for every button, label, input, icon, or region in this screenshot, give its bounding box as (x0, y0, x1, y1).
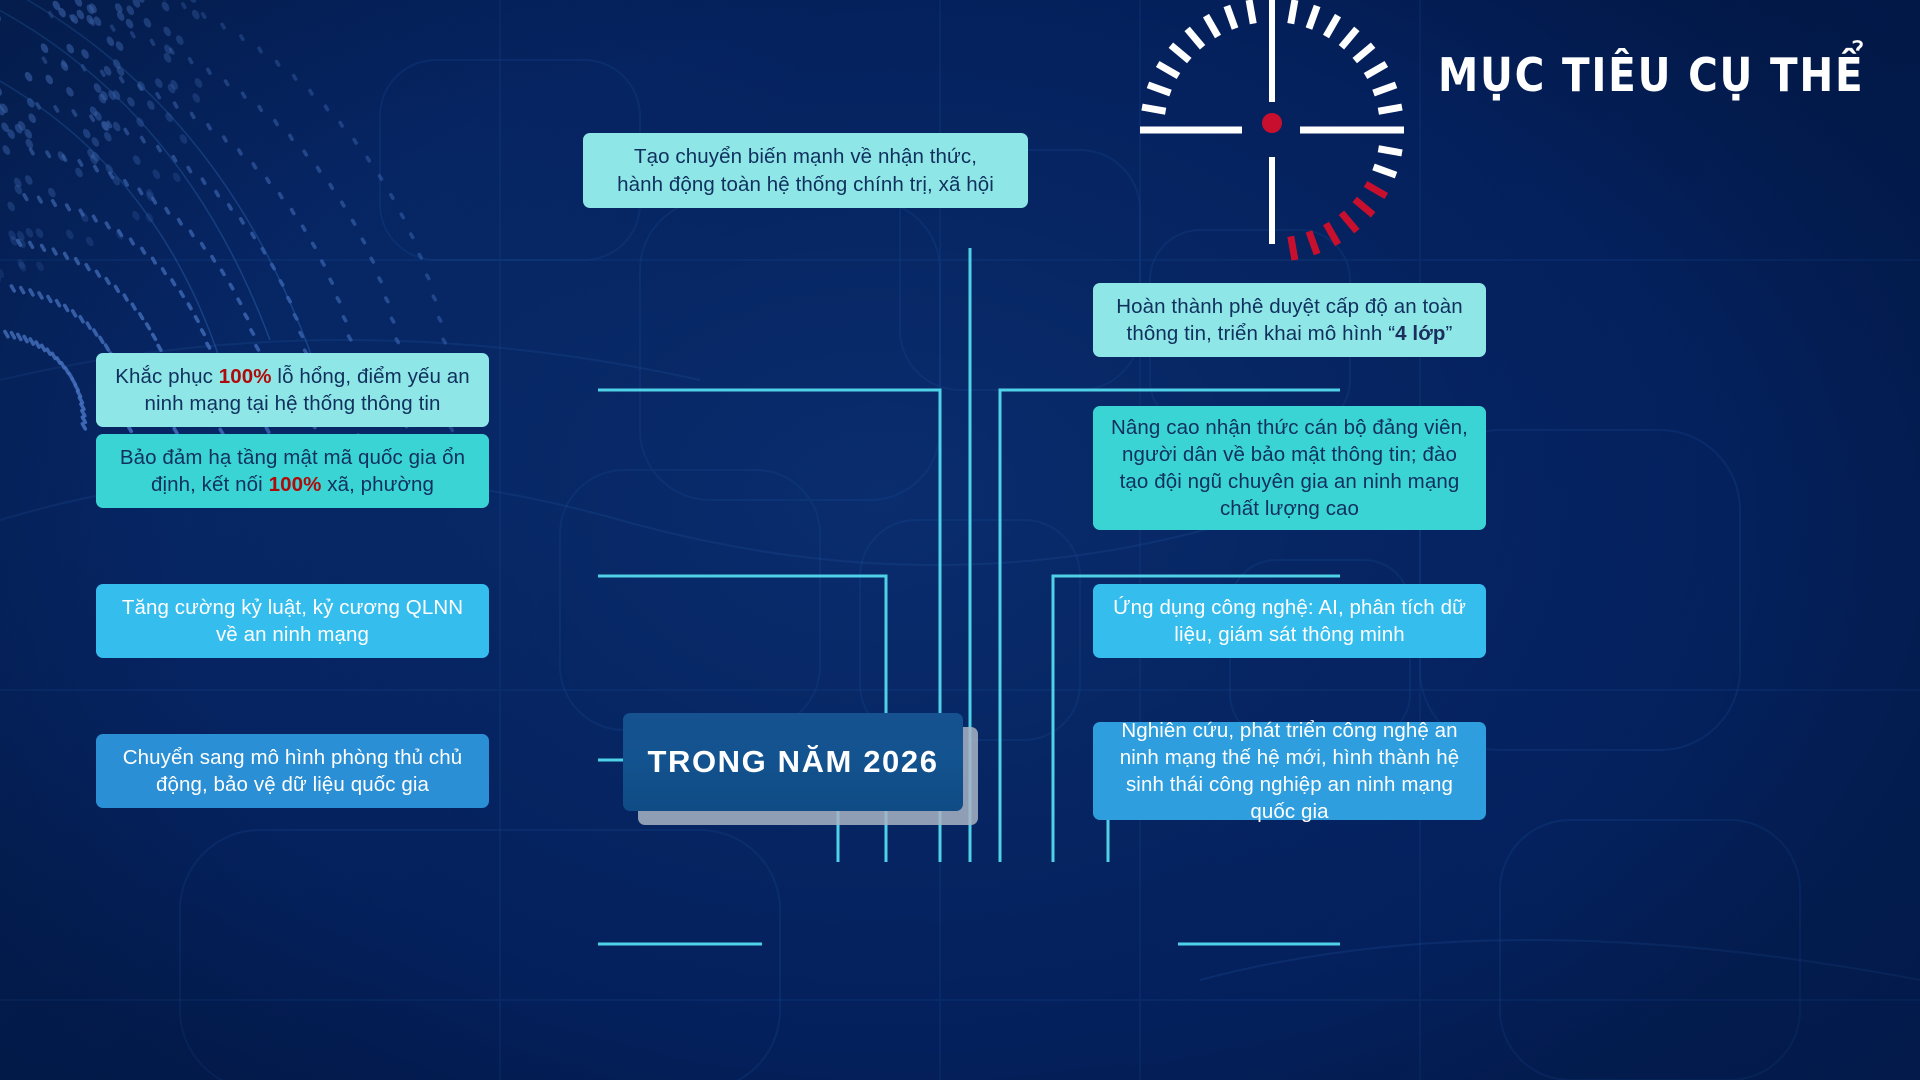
crosshair-target-icon (1122, 0, 1422, 302)
center-box[interactable]: TRONG NĂM 2026 (623, 713, 963, 811)
node-right-security-level-approval[interactable]: Hoàn thành phê duyệt cấp độ an toàn thôn… (1093, 283, 1486, 357)
node-right-4-text: Nghiên cứu, phát triển công nghệ an ninh… (1109, 717, 1470, 826)
node-right-technology-application[interactable]: Ứng dụng công nghệ: AI, phân tích dữ liệ… (1093, 584, 1486, 658)
node-right-3-text: Ứng dụng công nghệ: AI, phân tích dữ liệ… (1109, 594, 1470, 649)
page-title: MỤC TIÊU CỤ THỂ (1438, 48, 1864, 102)
highlight-value: 4 lớp (1395, 322, 1445, 345)
node-right-1-text: Hoàn thành phê duyệt cấp độ an toàn thôn… (1109, 293, 1470, 348)
node-top-text: Tạo chuyển biến mạnh về nhận thức, hành … (599, 143, 1012, 198)
node-left-3-text: Tăng cường kỷ luật, kỷ cương QLNN về an … (112, 594, 473, 649)
node-top-awareness[interactable]: Tạo chuyển biến mạnh về nhận thức, hành … (583, 133, 1028, 208)
node-left-active-defense-model[interactable]: Chuyển sang mô hình phòng thủ chủ động, … (96, 734, 489, 808)
center-box-label: TRONG NĂM 2026 (647, 744, 938, 780)
node-right-research-and-industry[interactable]: Nghiên cứu, phát triển công nghệ an ninh… (1093, 722, 1486, 820)
highlight-value: 100% (269, 473, 322, 496)
node-left-national-crypto-infrastructure[interactable]: Bảo đảm hạ tầng mật mã quốc gia ổn định,… (96, 434, 489, 508)
node-right-awareness-and-training[interactable]: Nâng cao nhận thức cán bộ đảng viên, ngư… (1093, 406, 1486, 530)
node-left-discipline-state-management[interactable]: Tăng cường kỷ luật, kỷ cương QLNN về an … (96, 584, 489, 658)
highlight-value: 100% (219, 365, 272, 388)
node-left-1-text: Khắc phục 100% lỗ hổng, điểm yếu an ninh… (112, 363, 473, 418)
node-left-vulnerability-remediation[interactable]: Khắc phục 100% lỗ hổng, điểm yếu an ninh… (96, 353, 489, 427)
node-right-2-text: Nâng cao nhận thức cán bộ đảng viên, ngư… (1109, 414, 1470, 523)
node-left-4-text: Chuyển sang mô hình phòng thủ chủ động, … (112, 744, 473, 799)
target-center-dot (1262, 113, 1282, 133)
node-left-2-text: Bảo đảm hạ tầng mật mã quốc gia ổn định,… (112, 444, 473, 499)
